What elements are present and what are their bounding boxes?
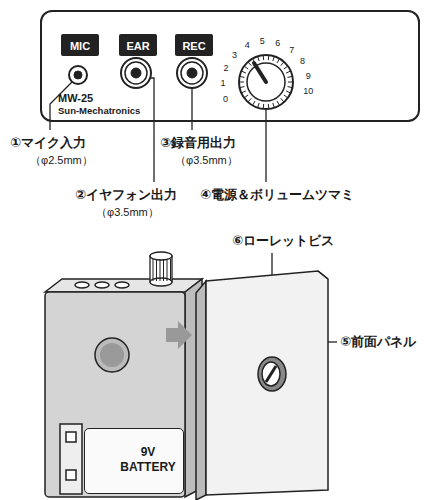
battery-text: 9V BATTERY [115, 445, 181, 475]
ear-jack [121, 58, 151, 88]
front-panel [196, 271, 328, 500]
scale-number: 6 [275, 38, 280, 48]
knob-cylinder [150, 252, 172, 286]
scale-number: 8 [300, 56, 305, 66]
model-text: Sun-Mechatronics [58, 105, 140, 116]
knurled-screw [258, 357, 286, 391]
rec-jack [177, 58, 207, 88]
jack-tag: REC [175, 34, 213, 56]
scale-number: 1 [220, 78, 225, 88]
top-panel: MIC EAR REC MW-25Sun-Mechatronics [40, 10, 420, 122]
slide-arrow [166, 321, 192, 349]
device-body [45, 279, 202, 497]
callout-label: （φ3.5mm） [175, 153, 238, 168]
jack-tag: EAR [119, 34, 157, 56]
callout-label: ⑤前面パネル [340, 333, 416, 351]
model-text: MW-25 [58, 92, 93, 104]
jack-label: MIC [70, 40, 90, 52]
callout-label: （φ2.5mm） [30, 153, 93, 168]
volume-knob [239, 55, 293, 109]
scale-number: 3 [232, 50, 237, 60]
battery: 9V BATTERY [84, 428, 184, 494]
jack-label: EAR [126, 40, 149, 52]
callout-label: ②イヤフォン出力 [75, 186, 177, 204]
callout-label: ④電源＆ボリュームツマミ [200, 186, 354, 204]
jack-tag: MIC [61, 34, 99, 56]
scale-number: 0 [223, 94, 228, 104]
callout-label: （φ3.5mm） [96, 205, 159, 220]
scale-number: 10 [303, 86, 313, 96]
callout-label: ①マイク入力 [10, 134, 86, 152]
scale-number: 4 [245, 40, 250, 50]
callout-label: ⑥ローレットビス [232, 232, 334, 250]
mic-jack [69, 66, 87, 84]
scale-number: 2 [224, 63, 229, 73]
scale-number: 9 [306, 71, 311, 81]
scale-number: 7 [289, 45, 294, 55]
callout-label: ③録音用出力 [160, 134, 236, 152]
scale-number: 5 [260, 36, 265, 46]
jack-label: REC [182, 40, 205, 52]
